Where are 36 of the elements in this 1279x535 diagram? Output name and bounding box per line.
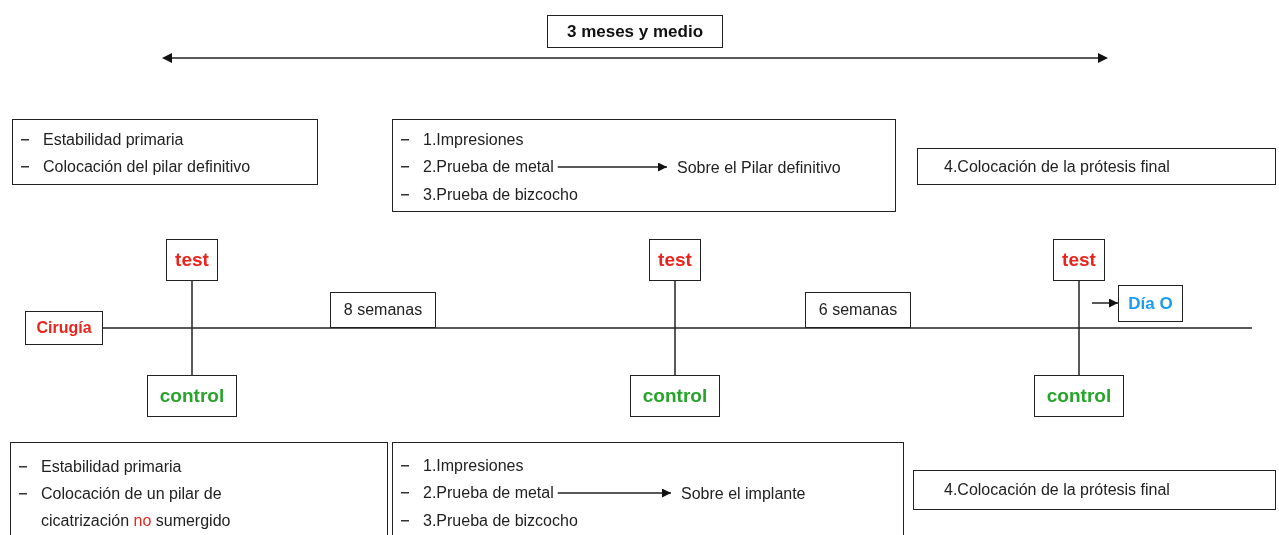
duration-label: 3 meses y medio [547,15,723,48]
day-zero-tag: Día O [1118,285,1183,322]
list-item: 1.Impresiones [423,456,524,476]
control-tag: control [147,375,237,417]
arrow [557,162,668,172]
note-box [12,119,318,185]
list-item: 3.Prueba de bizcocho [423,185,578,205]
list-item: Colocación de un pilar de cicatrización no sumergido [41,484,232,531]
list-item: Sobre el Pilar definitivo [669,156,891,178]
connector-line [1078,280,1080,376]
list-item: 2.Prueba de metal [423,157,554,177]
list-item: Sobre el implante [673,482,881,504]
connector-line [191,280,193,376]
control-tag: control [630,375,720,417]
list-item: Estabilidad primaria [43,130,184,150]
connector-line [674,280,676,376]
list-item: Colocación del pilar definitivo [43,157,251,177]
surgery-tag: Cirugía [25,311,103,345]
note-box [10,442,388,535]
list-item: Estabilidad primaria [41,457,182,477]
arrow [557,488,672,498]
step-box: 4.Colocación de la prótesis final [913,470,1276,510]
test-tag: test [166,239,218,281]
note-box [392,442,904,535]
list-item: 2.Prueba de metal [423,483,554,503]
interval-label: 6 semanas [805,292,911,328]
list-item: 1.Impresiones [423,130,524,150]
step-box: 4.Colocación de la prótesis final [917,148,1276,185]
arrow [1091,298,1119,308]
list-item: 3.Prueba de bizcocho [423,511,578,531]
connector-line [102,327,1253,329]
test-tag: test [649,239,701,281]
control-tag: control [1034,375,1124,417]
note-box [392,119,896,212]
interval-label: 8 semanas [330,292,436,328]
test-tag: test [1053,239,1105,281]
